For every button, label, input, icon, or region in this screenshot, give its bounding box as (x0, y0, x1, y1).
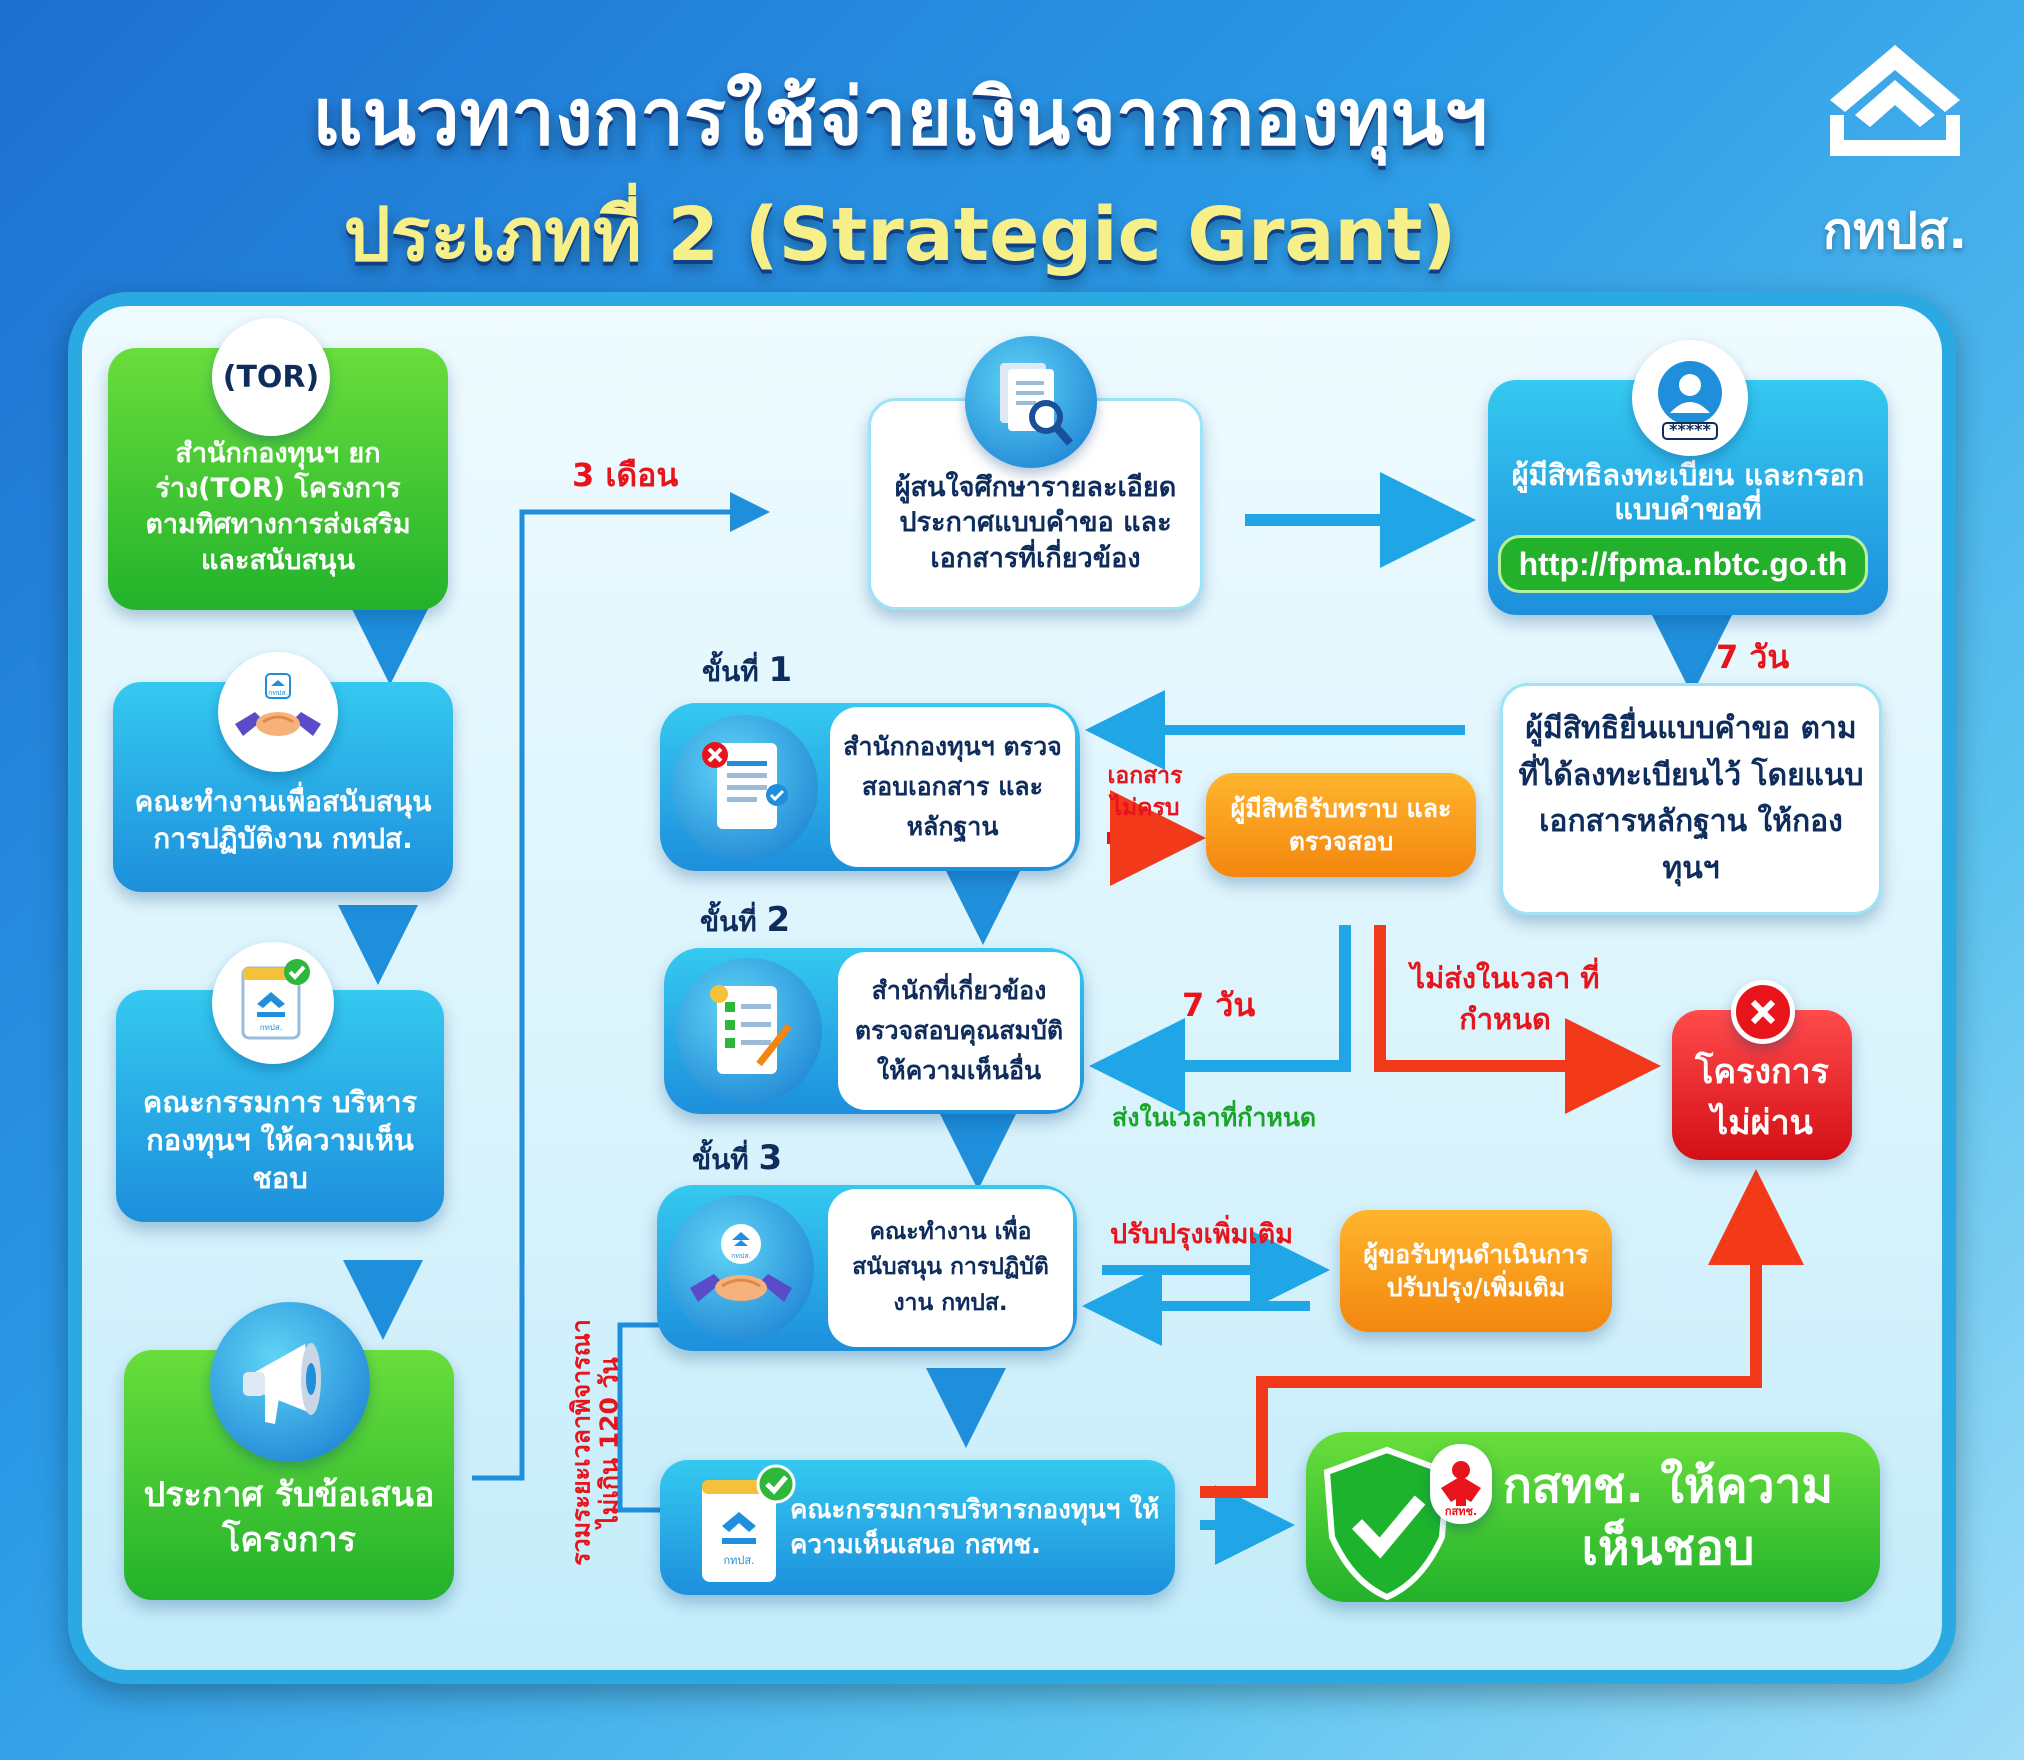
step2-text: สำนักที่เกี่ยวข้อง ตรวจสอบคุณสมบัติ ให้ค… (854, 976, 1064, 1085)
notify-box: ผู้มีสิทธิรับทราบ และตรวจสอบ (1206, 773, 1476, 877)
fpma-url-text: http://fpma.nbtc.go.th (1518, 545, 1848, 582)
final-committee-text: คณะกรรมการบริหารกองทุนฯ ให้ความเห็นเสนอ … (790, 1495, 1160, 1560)
title-line-2: ประเภทที่ 2 (Strategic Grant) (343, 192, 1457, 278)
step1-label-text: ขั้นที่ (702, 655, 759, 688)
megaphone-badge (210, 1302, 370, 1462)
step1-number: 1 (768, 650, 793, 690)
step1-label: ขั้นที่ 1 (702, 650, 792, 694)
incomplete-docs-label: เอกสาร ไม่ครบ (1100, 760, 1190, 824)
fpma-url-link[interactable]: http://fpma.nbtc.go.th (1498, 535, 1868, 593)
nbtc-seal-text: กสทช. (1444, 1505, 1478, 1518)
tor-badge-text: (TOR) (222, 359, 320, 395)
seven-days-label-1: 7 วัน (1716, 638, 1790, 676)
three-months-label: 3 เดือน (572, 456, 679, 494)
handshake-badge: กทปส. (218, 652, 338, 772)
approved-document-icon: กทปส. (702, 1464, 796, 1582)
submit-box: ผู้มีสิทธิยื่นแบบคำขอ ตามที่ได้ลงทะเบียน… (1500, 683, 1882, 915)
final-committee-icon: กทปส. (690, 1462, 800, 1592)
handshake-icon: กทปส. (235, 673, 321, 736)
handshake-badge-text: กทปส. (731, 1252, 751, 1260)
logo-icon (1830, 45, 1960, 156)
checklist-icon (710, 985, 792, 1074)
committee-text: คณะกรรมการ บริหารกองทุนฯ ให้ความเห็นชอบ (142, 1084, 418, 1196)
shield-check-icon (1323, 1446, 1451, 1601)
approval-text: กสทช. ให้ความเห็นชอบ (1502, 1457, 1834, 1576)
step3-icon-circle: กทปส. (668, 1195, 814, 1341)
user-login-icon (1658, 361, 1722, 440)
seven-days-label-2: 7 วัน (1182, 986, 1256, 1024)
step2-box: สำนักที่เกี่ยวข้อง ตรวจสอบคุณสมบัติ ให้ค… (838, 952, 1080, 1110)
improve-text: ผู้ขอรับทุนดำเนินการ ปรับปรุง/เพิ่มเติม (1363, 1240, 1589, 1302)
time-bracket (617, 1322, 662, 1513)
step1-text: สำนักกองทุนฯ ตรวจสอบเอกสาร และหลักฐาน (843, 732, 1062, 841)
incomplete-docs-text: เอกสาร ไม่ครบ (1107, 763, 1183, 822)
arrow-announce-to-study (472, 492, 770, 1481)
document-badge: กทปส. (212, 942, 334, 1064)
fail-x-badge (1731, 980, 1795, 1044)
on-time-label: ส่งในเวลาที่กำหนด (1112, 1103, 1317, 1132)
step3-box: คณะทำงาน เพื่อสนับสนุน การปฏิบัติงาน กทป… (828, 1189, 1073, 1347)
logo-text: กทปส. (1822, 202, 1968, 260)
svg-text:กทปส.: กทปส. (260, 1023, 283, 1032)
submit-text: ผู้มีสิทธิยื่นแบบคำขอ ตามที่ได้ลงทะเบียน… (1518, 711, 1864, 886)
step1-icon-circle (672, 715, 818, 861)
handshake-icon: กทปส. (690, 1224, 792, 1302)
search-doc-badge (965, 336, 1097, 468)
document-reject-icon (702, 742, 788, 829)
close-icon (1750, 999, 1776, 1025)
arrow-on-time (1089, 925, 1351, 1114)
total-time-text: รวมระยะเวลาพิจารณา ไม่เกิน 120 วัน (566, 1318, 624, 1566)
step2-label: ขั้นที่ 2 (700, 900, 790, 944)
improve-label: ปรับปรุงเพิ่มเติม (1110, 1219, 1293, 1250)
step3-label: ขั้นที่ 3 (692, 1138, 782, 1182)
title-line-1: แนวทางการใช้จ่ายเงินจากกองทุนฯ (312, 73, 1488, 163)
announce-text: ประกาศ รับข้อเสนอโครงการ (143, 1475, 435, 1560)
approved-document-icon: กทปส. (241, 959, 310, 1040)
step2-number: 2 (766, 900, 791, 940)
final-icon-badge-text: กทปส. (723, 1554, 754, 1567)
step2-label-text: ขั้นที่ (700, 905, 757, 938)
fail-text: โครงการ ไม่ผ่าน (1695, 1052, 1829, 1143)
notify-text: ผู้มีสิทธิรับทราบ และตรวจสอบ (1230, 794, 1452, 856)
working-group-text: คณะทำงานเพื่อสนับสนุน การปฏิบัติงาน กทปส… (134, 785, 432, 855)
tor-badge: (TOR) (212, 318, 330, 436)
step1-box: สำนักกองทุนฯ ตรวจสอบเอกสาร และหลักฐาน (830, 707, 1075, 867)
study-text: ผู้สนใจศึกษารายละเอียด ประกาศแบบคำขอ และ… (894, 471, 1177, 574)
arrow-not-on-time (1374, 925, 1661, 1114)
step2-icon-circle (676, 958, 822, 1104)
arrow-final-to-fail (1200, 1169, 1804, 1498)
password-mask: ***** (1669, 420, 1711, 439)
step3-text: คณะทำงาน เพื่อสนับสนุน การปฏิบัติงาน กทป… (852, 1218, 1049, 1316)
step3-number: 3 (758, 1138, 783, 1178)
megaphone-icon (243, 1343, 321, 1424)
improve-box: ผู้ขอรับทุนดำเนินการ ปรับปรุง/เพิ่มเติม (1340, 1210, 1612, 1332)
svg-text:กทปส.: กทปส. (268, 689, 288, 697)
step3-label-text: ขั้นที่ (692, 1143, 749, 1176)
nbtc-seal: กสทช. (1430, 1444, 1492, 1524)
user-badge (1632, 340, 1748, 456)
logo (1810, 40, 1980, 180)
register-text: ผู้มีสิทธิลงทะเบียน และกรอกแบบคำขอที่ (1511, 458, 1865, 526)
fail-box: โครงการ ไม่ผ่าน (1672, 1010, 1852, 1160)
garuda-seal-icon (1441, 1461, 1481, 1506)
not-on-time-text: ไม่ส่งในเวลา ที่กำหนด (1410, 961, 1600, 1036)
search-document-icon (1000, 362, 1074, 446)
approval-shield (1312, 1442, 1462, 1602)
not-on-time-label: ไม่ส่งในเวลา ที่กำหนด (1400, 958, 1610, 1039)
tor-box-text: สำนักกองทุนฯ ยกร่าง(TOR) โครงการ ตามทิศท… (145, 437, 411, 576)
